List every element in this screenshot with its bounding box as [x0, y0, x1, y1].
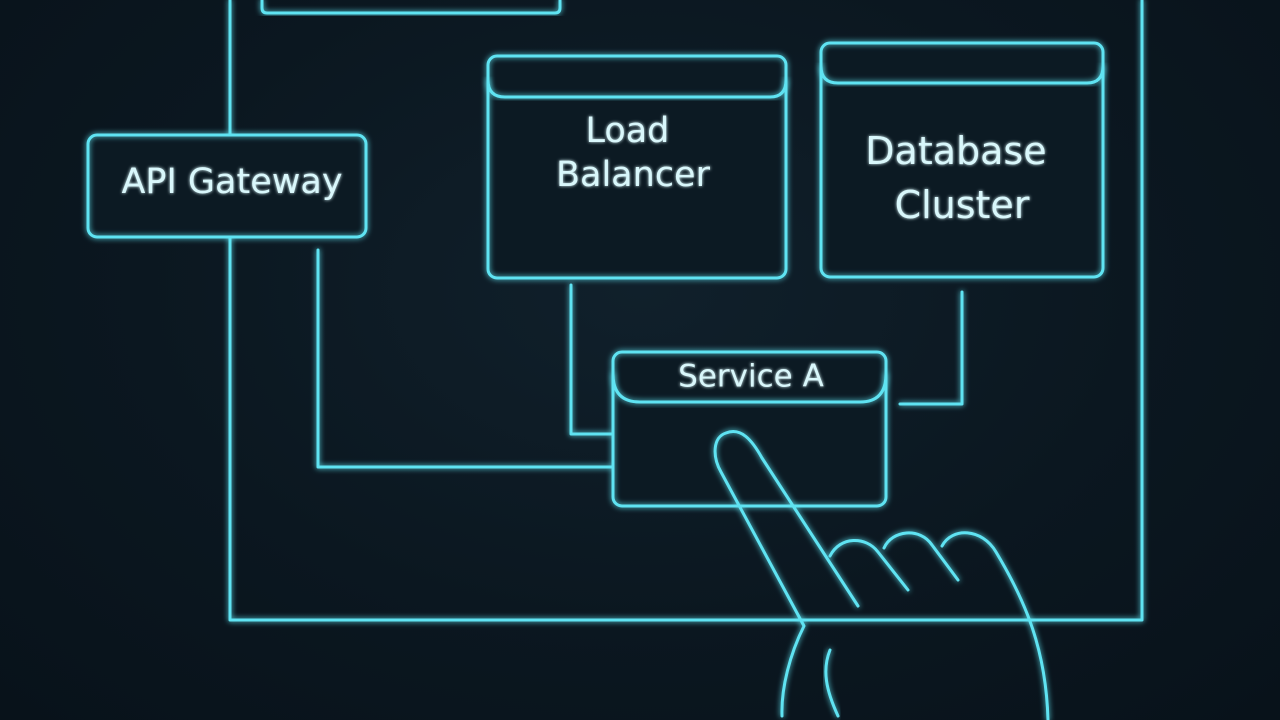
api-gateway-node[interactable]: API Gateway — [86, 133, 368, 239]
database-cluster-label-line1: Database — [865, 129, 1046, 173]
load-balancer-label-line1: Load — [585, 111, 669, 151]
connector-gateway-to-service-a — [316, 248, 614, 469]
svg-text:Load Balancer: Load Balancer — [556, 111, 711, 195]
load-balancer-node[interactable]: Load Balancer — [486, 54, 788, 280]
database-cluster-label-line2: Cluster — [895, 183, 1030, 227]
connector-load-balancer-to-service-a — [569, 283, 614, 436]
hand-pointer-icon — [713, 430, 1050, 720]
top-partial-box — [260, 0, 562, 15]
load-balancer-label-line2: Balancer — [556, 155, 711, 195]
service-a-node[interactable]: Service A — [611, 350, 888, 508]
connector-database-to-service-a — [898, 290, 964, 406]
outer-frame-line — [228, 0, 1144, 622]
api-gateway-label: API Gateway — [121, 162, 342, 202]
service-a-label: Service A — [678, 359, 824, 395]
svg-text:Database Cluster: Database Cluster — [865, 129, 1058, 227]
database-cluster-node[interactable]: Database Cluster — [819, 41, 1105, 279]
